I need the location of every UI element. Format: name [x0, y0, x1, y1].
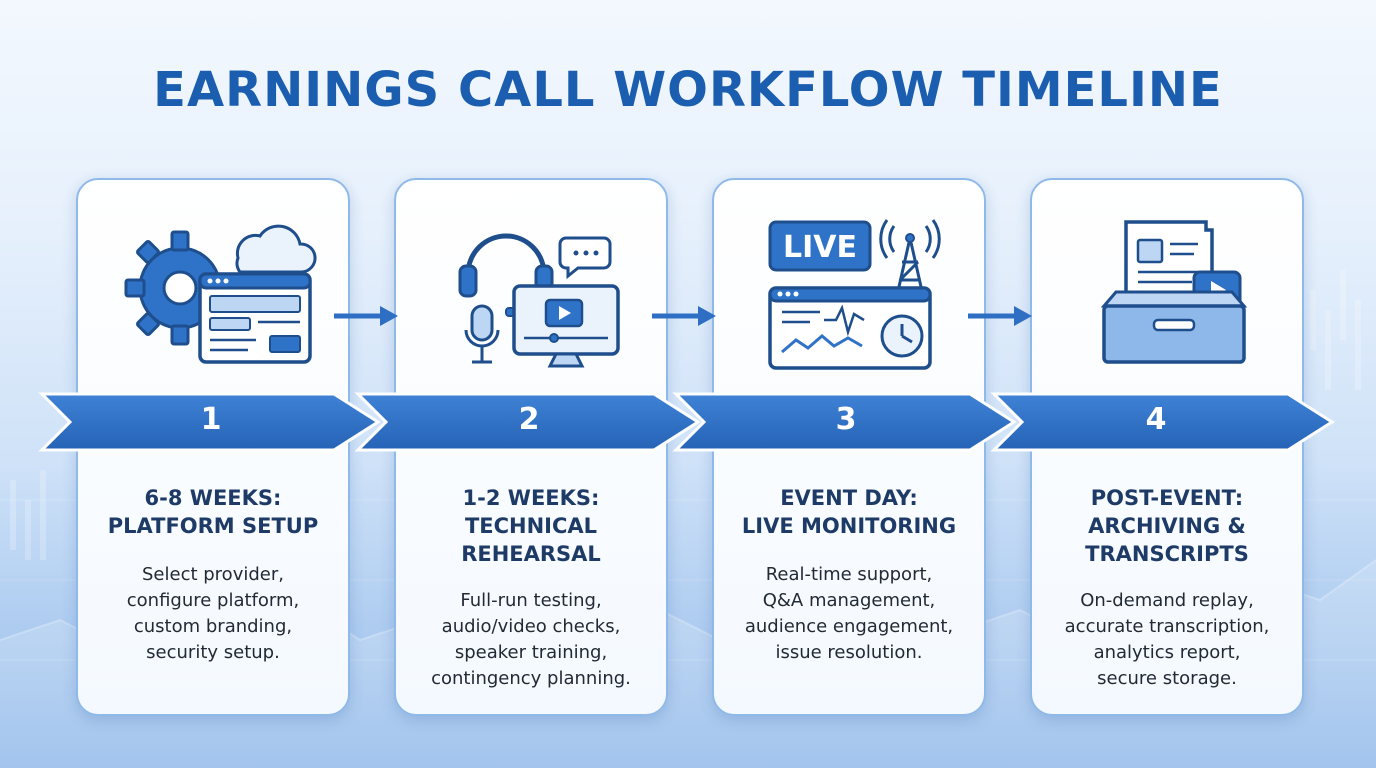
step-description-2: Full-run testing, audio/video checks, sp… [431, 590, 631, 689]
gear-browser-cloud-icon [88, 196, 338, 376]
step-number-3: 3 [835, 402, 857, 437]
step-title-3: EVENT DAY: LIVE MONITORING [741, 486, 957, 538]
step-title-4: POST-EVENT: ARCHIVING & TRANSCRIPTS [1085, 486, 1249, 566]
live-dashboard-antenna-icon: LIVE [724, 196, 974, 376]
step-description-3: Real-time support, Q&A management, audie… [744, 564, 954, 663]
connector-arrow-1 [334, 306, 398, 326]
step-title-2: 1-2 WEEKS: TECHNICAL REHEARSAL [461, 486, 601, 566]
step-number-4: 4 [1145, 402, 1167, 437]
headset-monitor-microphone-icon [406, 196, 656, 376]
chevron-segment-3 [672, 392, 1017, 452]
connector-arrow-2 [652, 306, 716, 326]
chevron-segment-1 [38, 392, 381, 452]
live-label: LIVE [783, 230, 857, 265]
chevron-segment-4 [990, 392, 1335, 452]
timeline-chevron-banner [38, 392, 1335, 452]
step-number-1: 1 [200, 402, 222, 437]
step-number-2: 2 [518, 402, 540, 437]
connector-arrow-3 [968, 306, 1032, 326]
step-description-4: On-demand replay, accurate transcription… [1064, 590, 1270, 689]
chevron-segment-2 [354, 392, 701, 452]
page-title: EARNINGS CALL WORKFLOW TIMELINE [153, 62, 1223, 118]
archive-box-document-video-icon [1042, 196, 1292, 376]
step-title-1: 6-8 WEEKS: PLATFORM SETUP [107, 486, 319, 538]
step-description-1: Select provider, configure platform, cus… [126, 564, 300, 663]
